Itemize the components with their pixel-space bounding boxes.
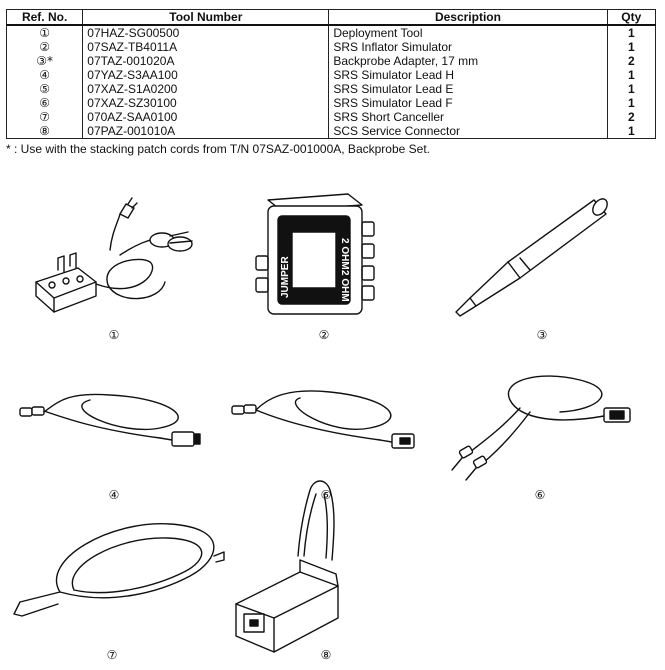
ref-cell: ④ (5, 68, 84, 82)
simulator-lead-f-drawing (451, 375, 631, 481)
ref-cell: ⑦ (5, 110, 84, 124)
tool-number-cell: 07XAZ-SZ30100 (82, 96, 330, 110)
figure-label-3: ③ (536, 328, 548, 342)
table-row: ⑧ 07PAZ-001010A SCS Service Connector 1 (5, 124, 657, 139)
figure-label-5: ⑤ (320, 488, 332, 502)
description-cell: SCS Service Connector (328, 124, 608, 139)
qty-cell: 2 (606, 110, 657, 124)
table-row: ⑤ 07XAZ-S1A0200 SRS Simulator Lead E 1 (5, 82, 657, 96)
header-description: Description (328, 9, 608, 26)
qty-cell: 1 (606, 40, 657, 54)
table-row: ④ 07YAZ-S3AA100 SRS Simulator Lead H 1 (5, 68, 657, 82)
tool-number-cell: 070AZ-SAA0100 (82, 110, 330, 124)
ref-cell: ⑥ (5, 96, 84, 110)
simulator-label-top: 2 OHM (339, 238, 350, 270)
description-cell: Backprobe Adapter, 17 mm (328, 54, 608, 68)
simulator-lead-e-drawing (231, 390, 415, 449)
table-row: ① 07HAZ-SG00500 Deployment Tool 1 (5, 25, 657, 40)
ref-cell: ⑤ (5, 82, 84, 96)
qty-cell: 1 (606, 82, 657, 96)
figure-label-1: ① (108, 328, 120, 342)
figure-label-6: ⑥ (534, 488, 546, 502)
tool-number-cell: 07PAZ-001010A (82, 124, 330, 139)
service-connector-drawing (235, 480, 339, 653)
footnote: * : Use with the stacking patch cords fr… (6, 142, 430, 156)
deployment-tool-drawing (35, 197, 193, 313)
header-ref-no: Ref. No. (5, 9, 84, 26)
figure-label-4: ④ (108, 488, 120, 502)
description-cell: Deployment Tool (328, 25, 608, 40)
qty-cell: 2 (606, 54, 657, 68)
figure-label-8: ⑧ (320, 648, 332, 662)
description-cell: SRS Simulator Lead H (328, 68, 608, 82)
tool-number-cell: 07TAZ-001020A (82, 54, 330, 68)
qty-cell: 1 (606, 96, 657, 110)
qty-cell: 1 (606, 25, 657, 40)
backprobe-adapter-drawing (455, 198, 608, 317)
qty-cell: 1 (606, 124, 657, 139)
simulator-lead-h-drawing (19, 393, 201, 447)
table-row: ⑦ 070AZ-SAA0100 SRS Short Canceller 2 (5, 110, 657, 124)
description-cell: SRS Simulator Lead F (328, 96, 608, 110)
tool-number-cell: 07HAZ-SG00500 (82, 25, 330, 40)
simulator-label-bottom: 2 OHM (339, 270, 350, 302)
ref-cell: ② (5, 40, 84, 54)
ref-cell: ① (5, 25, 84, 40)
ref-cell: ⑧ (5, 124, 84, 139)
simulator-label-left: JUMPER (280, 256, 291, 298)
description-cell: SRS Simulator Lead E (328, 82, 608, 96)
table-row: ⑥ 07XAZ-SZ30100 SRS Simulator Lead F 1 (5, 96, 657, 110)
ref-cell: ③* (5, 54, 84, 68)
table-header-row: Ref. No. Tool Number Description Qty (5, 9, 657, 26)
tool-number-cell: 07YAZ-S3AA100 (82, 68, 330, 82)
figure-label-7: ⑦ (106, 648, 118, 662)
table-row: ② 07SAZ-TB4011A SRS Inflator Simulator 1 (5, 40, 657, 54)
table-row: ③* 07TAZ-001020A Backprobe Adapter, 17 m… (5, 54, 657, 68)
header-qty: Qty (606, 9, 657, 26)
tool-number-cell: 07SAZ-TB4011A (82, 40, 330, 54)
inflator-simulator-drawing (255, 193, 375, 315)
tool-table: Ref. No. Tool Number Description Qty ① 0… (5, 9, 657, 139)
figure-label-2: ② (318, 328, 330, 342)
qty-cell: 1 (606, 68, 657, 82)
tool-number-cell: 07XAZ-S1A0200 (82, 82, 330, 96)
description-cell: SRS Short Canceller (328, 110, 608, 124)
short-canceller-drawing (13, 523, 225, 617)
